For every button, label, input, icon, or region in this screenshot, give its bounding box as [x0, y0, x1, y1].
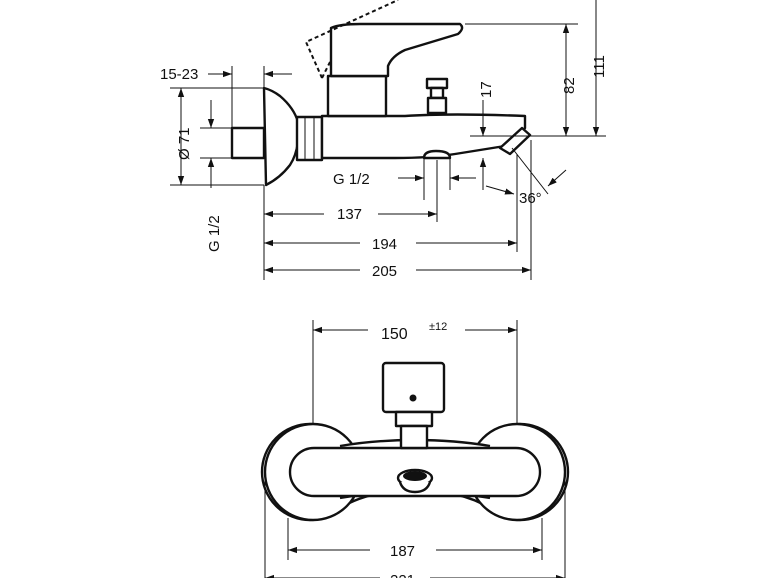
- spout-aerator: [498, 126, 532, 156]
- dim-137: 137: [337, 206, 362, 223]
- dim-15-23: 15-23: [160, 66, 198, 83]
- diverter-pull-knob: [425, 77, 449, 90]
- dim-194: 194: [372, 236, 397, 253]
- side-view: 15-23 Ø 71 G 1/2 G 1/2 17 82 111: [160, 0, 608, 280]
- wall-rosette: [262, 86, 300, 187]
- cartridge-housing: [326, 74, 388, 118]
- dim-g12-vertical: G 1/2: [206, 215, 223, 252]
- dim-150: 150: [381, 326, 408, 343]
- dim-36-deg: 36°: [519, 190, 542, 207]
- connector-stub: [230, 126, 266, 160]
- dim-205: 205: [372, 263, 397, 280]
- hex-nut: [295, 115, 324, 162]
- dim-111: 111: [591, 55, 608, 78]
- dim-187: 187: [390, 543, 415, 560]
- indicator-dot: [409, 394, 417, 402]
- diverter-knob: [422, 149, 452, 160]
- front-handle: [381, 361, 446, 414]
- dim-g12-outlet: G 1/2: [333, 171, 370, 188]
- dim-82: 82: [561, 77, 578, 94]
- front-view: 150 ±12 187 221: [260, 320, 570, 578]
- handle-lever: [329, 22, 464, 78]
- dim-150-tolerance: ±12: [429, 321, 447, 333]
- dim-diameter-71: Ø 71: [176, 127, 193, 160]
- dim-221: 221: [390, 572, 415, 578]
- handle-lever-open-position: [304, 0, 399, 79]
- dim-17: 17: [478, 81, 495, 98]
